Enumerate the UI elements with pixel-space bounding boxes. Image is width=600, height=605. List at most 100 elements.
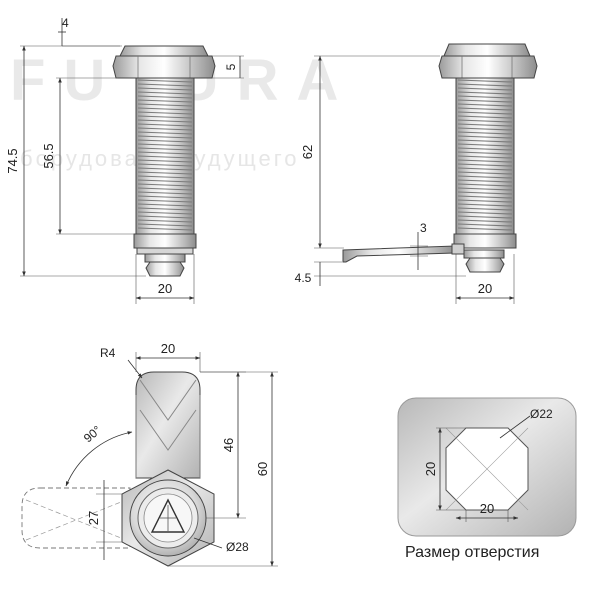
thread-line: [457, 107, 513, 111]
thread-line: [137, 211, 193, 215]
dim-width-20: 20: [158, 281, 172, 296]
thread-line: [457, 127, 513, 131]
thread-line: [457, 179, 513, 183]
thread-line: [137, 171, 193, 175]
thread-line: [457, 91, 513, 95]
thread-line: [457, 139, 513, 143]
dim-nut-5: 5: [224, 63, 238, 70]
thread-line: [137, 207, 193, 211]
thread-line: [137, 155, 193, 159]
cam-blade: [135, 371, 201, 479]
rotated-cam-outline: [21, 487, 131, 549]
thread-line: [137, 183, 193, 187]
lock-head: [119, 45, 209, 57]
dim-height-62: 62: [300, 145, 315, 159]
dim-width-20: 20: [478, 281, 492, 296]
lock-head: [443, 43, 531, 57]
thread-line: [137, 151, 193, 155]
thread-line: [457, 227, 513, 231]
thread-line: [457, 95, 513, 99]
thread-line: [457, 155, 513, 159]
thread-line: [137, 219, 193, 223]
thread-line: [457, 187, 513, 191]
thread-line: [457, 131, 513, 135]
thread-line: [137, 87, 193, 91]
hex-nut: [112, 55, 216, 79]
thread-line: [137, 175, 193, 179]
dim-cam-3: 3: [420, 221, 427, 235]
thread-lines: [137, 79, 193, 231]
thread-line: [457, 79, 513, 83]
dim-radius-r4: R4: [100, 346, 116, 360]
thread-line: [137, 159, 193, 163]
thread-line: [457, 111, 513, 115]
thread-line: [457, 123, 513, 127]
thread-line: [137, 203, 193, 207]
thread-line: [457, 99, 513, 103]
thread-line: [457, 167, 513, 171]
thread-line: [137, 103, 193, 107]
thread-line: [457, 83, 513, 87]
thread-line: [457, 163, 513, 167]
thread-line: [137, 83, 193, 87]
thread-lines: [457, 79, 513, 231]
thread-line: [137, 95, 193, 99]
thread-line: [137, 99, 193, 103]
thread-line: [457, 103, 513, 107]
dim-base-4-5: 4.5: [295, 271, 312, 285]
thread-line: [457, 135, 513, 139]
thread-line: [137, 123, 193, 127]
thread-line: [457, 143, 513, 147]
thread-line: [457, 175, 513, 179]
thread-line: [457, 171, 513, 175]
thread-line: [137, 195, 193, 199]
side-view-right: 62 3 4.5 20: [295, 43, 538, 304]
thread-line: [137, 79, 193, 83]
dim-hole-diameter: Ø22: [530, 407, 553, 421]
thread-line: [457, 151, 513, 155]
thread-line: [457, 115, 513, 119]
thread-line: [457, 119, 513, 123]
dim-diameter-28: Ø28: [226, 540, 249, 554]
thread-line: [137, 139, 193, 143]
thread-line: [137, 215, 193, 219]
hole-caption: Размер отверстия: [405, 544, 540, 561]
side-view-left: 4 5 56.5 74.5 20: [5, 16, 244, 304]
thread-line: [137, 199, 193, 203]
thread-line: [137, 91, 193, 95]
thread-line: [137, 119, 193, 123]
thread-line: [457, 199, 513, 203]
thread-line: [137, 227, 193, 231]
thread-line: [457, 215, 513, 219]
thread-line: [457, 87, 513, 91]
thread-line: [457, 191, 513, 195]
thread-line: [457, 211, 513, 215]
dim-inner-56-5: 56.5: [41, 143, 56, 168]
thread-line: [137, 147, 193, 151]
thread-line: [137, 163, 193, 167]
thread-line: [137, 111, 193, 115]
thread-line: [137, 187, 193, 191]
thread-line: [137, 107, 193, 111]
hole-panel: Ø22 20 20: [397, 397, 577, 537]
thread-line: [457, 203, 513, 207]
front-view: R4 20 90° 46 60 27 Ø28: [21, 341, 278, 567]
dim-angle-90: 90°: [81, 423, 104, 446]
thread-line: [457, 183, 513, 187]
thread-line: [137, 191, 193, 195]
triangle-key-icon: [150, 498, 186, 533]
dim-total-74-5: 74.5: [5, 148, 20, 173]
thread-line: [137, 115, 193, 119]
thread-line: [457, 147, 513, 151]
dim-head-4: 4: [62, 16, 69, 30]
thread-line: [457, 195, 513, 199]
dim-width-20: 20: [161, 341, 175, 356]
dim-27: 27: [86, 511, 101, 525]
dim-60: 60: [255, 462, 270, 476]
thread-line: [137, 167, 193, 171]
dim-hole-width: 20: [480, 501, 494, 516]
dim-hole-height: 20: [423, 462, 438, 476]
thread-line: [457, 219, 513, 223]
thread-line: [137, 179, 193, 183]
